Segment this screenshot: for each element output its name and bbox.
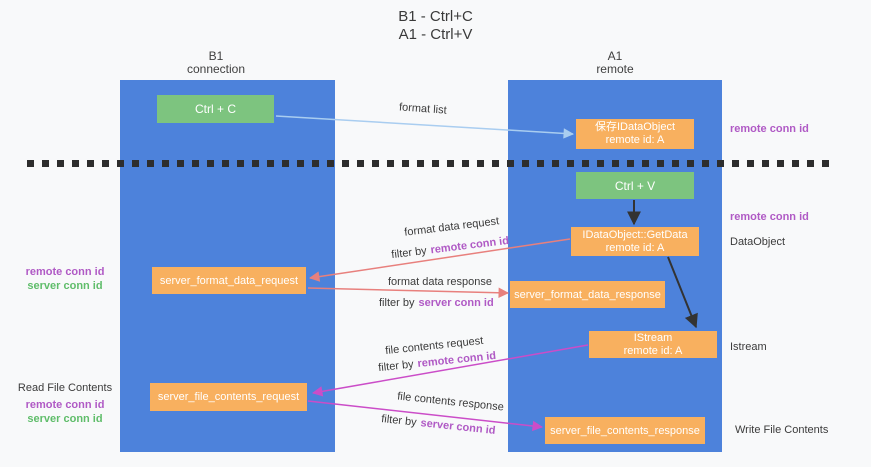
- left-column-header: B1 connection: [156, 50, 276, 76]
- node-ctrl-v-label: Ctrl + V: [614, 178, 656, 193]
- left-column-name: B1: [208, 49, 224, 63]
- session-separator-line: [27, 160, 833, 167]
- istream-label: Istream: [730, 341, 767, 353]
- server-conn-id-text: server conn id: [418, 297, 494, 309]
- node-istream-line2: remote id: A: [623, 344, 683, 357]
- remote-conn-id-text: remote conn id: [429, 234, 510, 257]
- server-conn-id-text: server conn id: [419, 417, 496, 437]
- remote-conn-id-text: remote conn id: [416, 349, 497, 371]
- node-ctrl-c-label: Ctrl + C: [194, 102, 236, 116]
- node-server-format-data-request: server_format_data_request: [152, 267, 306, 294]
- remote-conn-id-label-right-1: remote conn id: [730, 123, 809, 135]
- node-server-file-contents-request: server_file_contents_request: [150, 383, 307, 411]
- right-column-header: A1 remote: [555, 50, 675, 76]
- write-file-contents-label: Write File Contents: [735, 424, 829, 436]
- node-istream: IStream remote id: A: [589, 331, 717, 358]
- node-server-file-contents-response: server_file_contents_response: [545, 417, 705, 444]
- node-save-idataobject-line1: 保存IDataObject: [594, 121, 676, 133]
- node-ctrl-c: Ctrl + C: [157, 95, 274, 123]
- remote-conn-id-label-right-2: remote conn id: [730, 211, 809, 223]
- title-line-2: A1 - Ctrl+V: [398, 26, 473, 43]
- label-format-data-response: format data response: [388, 276, 492, 288]
- filter-by-text: filter by: [379, 297, 415, 309]
- server-conn-id-label: server conn id: [27, 280, 103, 292]
- node-istream-line1: IStream: [633, 331, 673, 344]
- filter-by-text: filter by: [380, 413, 418, 429]
- left-column-role: connection: [186, 62, 246, 76]
- left-conn-id-group-top: remote conn id server conn id: [10, 265, 120, 293]
- read-file-contents-label: Read File Contents: [17, 382, 113, 394]
- node-idataobject-getdata: IDataObject::GetData remote id: A: [571, 227, 699, 256]
- title-line-1: B1 - Ctrl+C: [398, 8, 473, 25]
- diagram-title: B1 - Ctrl+C A1 - Ctrl+V: [0, 8, 871, 44]
- arrow-format-data-response: [307, 287, 510, 299]
- node-ctrl-v: Ctrl + V: [576, 172, 694, 199]
- node-server-format-data-request-label: server_format_data_request: [159, 274, 299, 287]
- node-server-format-data-response: server_format_data_response: [510, 281, 665, 308]
- node-server-format-data-response-label: server_format_data_response: [514, 288, 661, 301]
- node-save-idataobject-line2: remote id: A: [605, 134, 665, 146]
- label-format-data-request: format data request: [403, 215, 500, 239]
- filter-by-text: filter by: [377, 358, 415, 375]
- node-idataobject-getdata-line1: IDataObject::GetData: [582, 228, 688, 241]
- node-server-file-contents-request-label: server_file_contents_request: [157, 391, 300, 403]
- label-format-list: format list: [398, 101, 448, 117]
- left-conn-id-group-bottom: Read File Contents remote conn id server…: [10, 381, 120, 426]
- right-column-name: A1: [607, 49, 623, 63]
- label-file-contents-response: file contents response: [396, 390, 505, 414]
- filter-by-text: filter by: [390, 244, 428, 262]
- right-column-role: remote: [596, 62, 634, 76]
- node-server-file-contents-response-label: server_file_contents_response: [550, 424, 700, 437]
- dataobject-label: DataObject: [730, 236, 786, 248]
- remote-conn-id-label: remote conn id: [25, 399, 105, 411]
- remote-conn-id-label: remote conn id: [25, 266, 105, 278]
- node-save-idataobject: 保存IDataObject remote id: A: [576, 119, 694, 149]
- node-idataobject-getdata-line2: remote id: A: [605, 241, 665, 254]
- server-conn-id-label: server conn id: [27, 413, 103, 425]
